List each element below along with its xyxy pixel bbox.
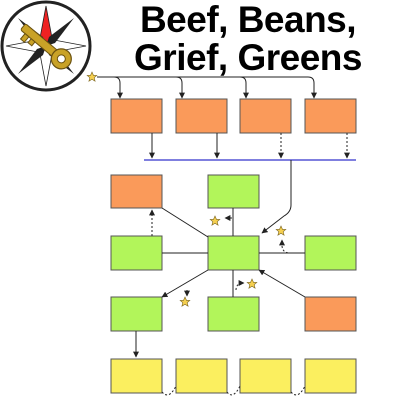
bottom-box-2[interactable] — [175, 358, 228, 394]
top-row — [110, 98, 357, 134]
star-icon — [209, 215, 221, 226]
star-icon — [246, 278, 258, 289]
grid-box-hub[interactable] — [207, 235, 260, 271]
title-line-2: Grief, Greens — [134, 37, 362, 78]
grid-box-r1c2[interactable] — [207, 174, 260, 209]
title-line-1: Beef, Beans, — [139, 0, 357, 40]
bottom-box-1[interactable] — [110, 358, 163, 394]
bus-to-hub-connector — [261, 160, 292, 234]
compass-star-key-icon — [0, 0, 92, 92]
top-box-3[interactable] — [239, 98, 292, 134]
star-icon — [179, 296, 191, 307]
star-icon — [86, 71, 98, 82]
grid-box-r3c3[interactable] — [304, 296, 357, 332]
bottom-connectors — [161, 385, 306, 396]
star-icon — [275, 225, 287, 236]
bottom-box-3[interactable] — [239, 358, 292, 394]
feed-connectors — [97, 76, 317, 99]
hub-connectors — [133, 207, 306, 358]
grid-box-r1c1[interactable] — [110, 174, 163, 209]
grid-box-r2c1[interactable] — [110, 235, 163, 271]
grid-box-r3c1[interactable] — [110, 296, 163, 332]
grid-boxes — [110, 174, 357, 332]
top-box-4[interactable] — [304, 98, 357, 134]
bottom-row — [110, 358, 357, 394]
bus-drops — [149, 133, 350, 159]
top-box-2[interactable] — [175, 98, 228, 134]
top-box-1[interactable] — [110, 98, 163, 134]
grid-box-r2c3[interactable] — [304, 235, 357, 271]
grid-box-r3c2[interactable] — [207, 296, 260, 332]
bottom-box-4[interactable] — [304, 358, 357, 394]
